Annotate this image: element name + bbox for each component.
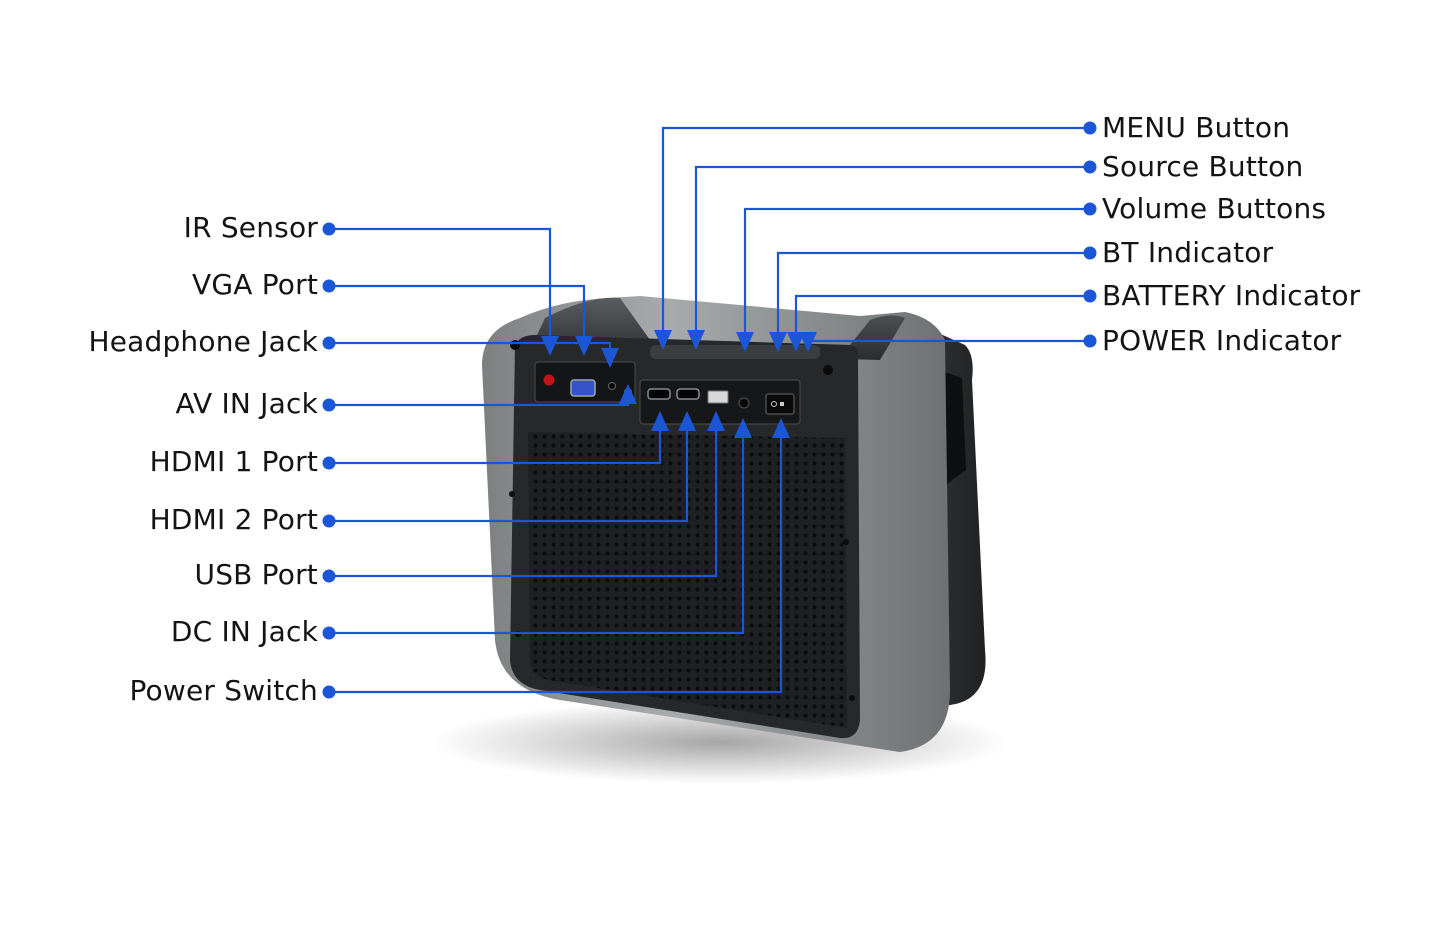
- headphone-jack-dot: [322, 336, 336, 350]
- vga-port-glyph: [570, 379, 596, 397]
- battery-indicator-label: BATTERY Indicator: [1102, 279, 1361, 312]
- dc-in-jack-label: DC IN Jack: [170, 615, 318, 648]
- volume-buttons-arrowhead: [736, 332, 754, 352]
- av-in-jack-label: AV IN Jack: [175, 387, 318, 420]
- hdmi-1-port-leader-line: [329, 431, 662, 465]
- ir-sensor-arrowhead: [541, 336, 559, 356]
- screw-hole: [823, 365, 833, 375]
- usb-port-arrowhead: [707, 411, 725, 431]
- headphone-jack-leader-line: [329, 341, 612, 348]
- vga-port-dot: [322, 279, 336, 293]
- dc-in-jack-dot: [322, 626, 336, 640]
- vga-port-arrowhead: [575, 336, 593, 356]
- screw-hole: [509, 491, 515, 497]
- ir-sensor-leader-line: [329, 227, 552, 336]
- headphone-jack-glyph: [608, 382, 616, 390]
- hdmi-2-port-arrowhead: [678, 411, 696, 431]
- screw-hole: [510, 340, 520, 350]
- dc-in-jack-leader-line: [329, 438, 745, 635]
- power-switch-leader-line: [329, 438, 783, 694]
- callout-dc-in-jack: [322, 418, 752, 640]
- dc-in-glyph: [738, 397, 750, 409]
- vga-port-leader-line: [329, 284, 586, 336]
- bt-indicator-leader-line: [776, 251, 1090, 332]
- av-in-jack-arrowhead: [619, 384, 637, 404]
- callout-headphone-jack: [322, 336, 619, 368]
- headphone-jack-arrowhead: [601, 348, 619, 368]
- usb-port-label: USB Port: [194, 558, 318, 591]
- ir-sensor-glyph: [543, 374, 555, 386]
- usb-glyph: [707, 390, 729, 404]
- power-indicator-arrowhead: [799, 332, 817, 352]
- callout-power-switch: [322, 418, 790, 699]
- bt-indicator-label: BT Indicator: [1102, 236, 1274, 269]
- power-indicator-dot: [1083, 334, 1097, 348]
- hdmi-2-glyph: [676, 388, 700, 400]
- screw-hole: [843, 539, 849, 545]
- source-button-leader-line: [694, 165, 1090, 330]
- switch-i-mark: [780, 402, 784, 406]
- source-button-label: Source Button: [1102, 150, 1304, 183]
- hdmi-2-port-dot: [322, 514, 336, 528]
- power-indicator-label: POWER Indicator: [1102, 324, 1342, 357]
- switch-o-mark: [771, 401, 777, 407]
- usb-port-dot: [322, 569, 336, 583]
- callout-hdmi-1-port: [322, 411, 669, 470]
- callout-volume-buttons: [736, 202, 1097, 352]
- menu-button-dot: [1083, 121, 1097, 135]
- hdmi-1-port-arrowhead: [651, 411, 669, 431]
- battery-indicator-leader-line: [794, 294, 1090, 332]
- callout-bt-indicator: [769, 246, 1097, 352]
- hdmi-2-port-label: HDMI 2 Port: [149, 503, 318, 536]
- callout-battery-indicator: [787, 289, 1097, 352]
- callout-hdmi-2-port: [322, 411, 696, 528]
- leader-lines: [322, 121, 1097, 699]
- ir-sensor-label: IR Sensor: [183, 211, 318, 244]
- av-in-jack-leader-line: [329, 403, 630, 407]
- callout-ir-sensor: [322, 222, 559, 356]
- menu-button-label: MENU Button: [1102, 111, 1291, 144]
- menu-button-leader-line: [661, 126, 1090, 330]
- callout-power-indicator: [799, 332, 1097, 352]
- menu-button-arrowhead: [654, 330, 672, 350]
- volume-buttons-leader-line: [743, 207, 1090, 332]
- speaker-grill: [528, 432, 847, 728]
- ir-sensor-dot: [322, 222, 336, 236]
- hdmi-1-glyph: [647, 388, 671, 400]
- callout-menu-button: [654, 121, 1097, 350]
- battery-indicator-dot: [1083, 289, 1097, 303]
- bt-indicator-arrowhead: [769, 332, 787, 352]
- hdmi-2-port-leader-line: [329, 431, 689, 523]
- power-switch-arrowhead: [772, 418, 790, 438]
- usb-port-leader-line: [329, 431, 718, 578]
- callout-av-in-jack: [322, 384, 637, 412]
- hdmi-1-port-label: HDMI 1 Port: [149, 445, 318, 478]
- callout-usb-port: [322, 411, 725, 583]
- dc-in-jack-arrowhead: [734, 418, 752, 438]
- hdmi-1-port-dot: [322, 456, 336, 470]
- power-switch-dot: [322, 685, 336, 699]
- headphone-jack-label: Headphone Jack: [88, 325, 318, 358]
- bt-indicator-dot: [1083, 246, 1097, 260]
- battery-indicator-arrowhead: [787, 332, 805, 352]
- source-button-arrowhead: [687, 330, 705, 350]
- source-button-dot: [1083, 160, 1097, 174]
- volume-buttons-dot: [1083, 202, 1097, 216]
- screw-hole: [849, 695, 855, 701]
- callout-source-button: [687, 160, 1097, 350]
- av-in-jack-dot: [322, 398, 336, 412]
- power-switch-label: Power Switch: [129, 674, 318, 707]
- callout-vga-port: [322, 279, 593, 356]
- volume-buttons-label: Volume Buttons: [1102, 192, 1327, 225]
- vga-port-label: VGA Port: [191, 268, 318, 301]
